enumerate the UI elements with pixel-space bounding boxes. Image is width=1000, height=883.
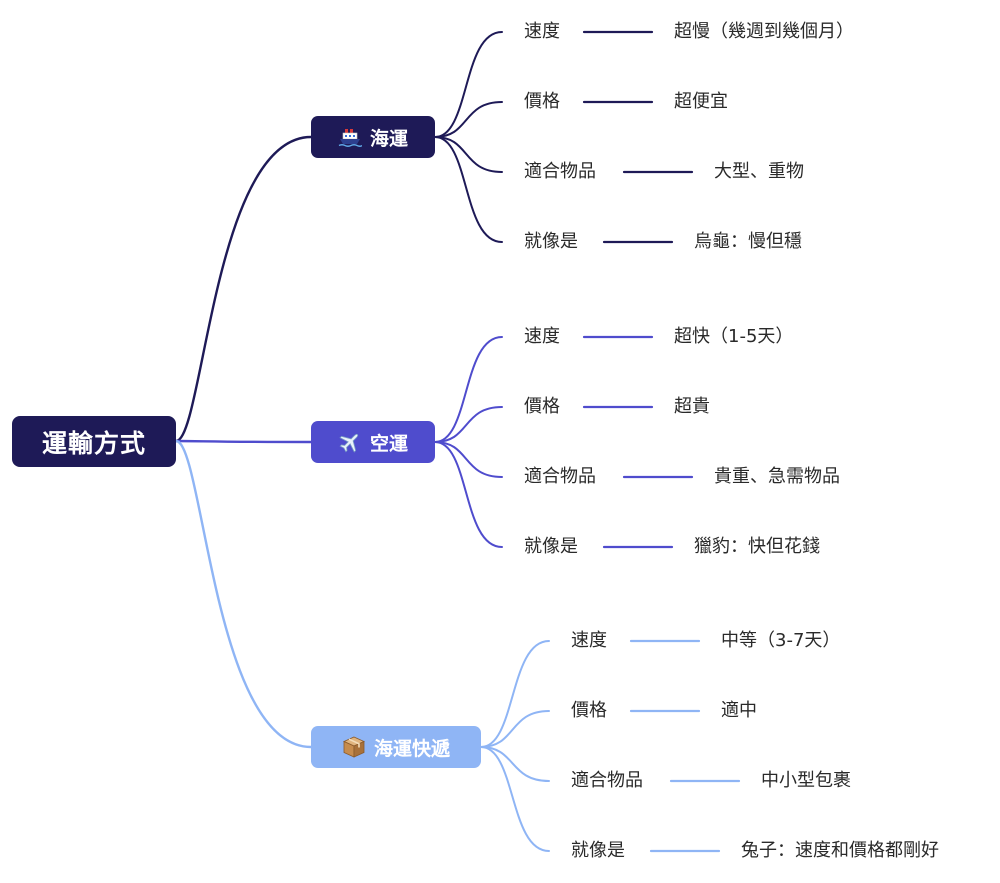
branch-label: 海運快遞 [373,737,450,760]
item-value: 大型、重物 [714,161,804,182]
item-value: 烏龜：慢但穩 [694,231,802,252]
branch-item-connector [434,441,503,548]
item-value: 中等（3-7天） [721,630,841,651]
item-key: 速度 [524,326,560,347]
item-value: 獵豹：快但花錢 [694,536,820,557]
branch-sea-express[interactable]: 海運快遞 [311,726,481,768]
ship-icon [338,127,362,147]
root-label: 運輸方式 [41,428,146,458]
item-value: 中小型包裹 [761,770,851,791]
branch-item-connector [434,31,503,138]
item-value: 貴重、急需物品 [714,466,840,487]
branch-item-connector [434,441,503,478]
branch-label: 空運 [369,432,408,455]
branch-air-freight[interactable]: 空運 [311,421,435,463]
branch-item-connector [434,136,503,173]
item-value: 適中 [721,700,757,721]
item-key: 適合物品 [524,466,596,487]
root-branch-connector [174,439,313,749]
branch-label: 海運 [369,127,408,150]
root-branch-connector [174,135,313,443]
item-key: 速度 [524,21,560,42]
item-value: 超快（1-5天） [674,326,794,347]
branch-item-connector [434,336,503,443]
item-value: 超慢（幾週到幾個月） [674,21,854,42]
item-key: 就像是 [524,536,578,557]
item-key: 價格 [524,91,560,112]
branch-item-connector [434,406,503,443]
branch-item-connector [480,710,550,748]
branch-item-connector [480,746,550,852]
branch-item-connector [434,136,503,243]
branch-item-connector [480,640,550,748]
root-node[interactable]: 運輸方式 [12,416,176,467]
item-key: 價格 [571,700,607,721]
root-branch-connector [174,439,313,444]
item-value: 超便宜 [674,91,728,112]
item-value: 兔子：速度和價格都剛好 [741,840,939,861]
branch-sea-freight[interactable]: 海運 [311,116,435,158]
branch-item-connector [480,746,550,782]
branch-item-connector [434,101,503,138]
package-icon [342,735,366,759]
item-key: 就像是 [571,840,625,861]
airplane-icon [338,430,362,454]
item-key: 適合物品 [524,161,596,182]
item-key: 價格 [524,396,560,417]
item-key: 適合物品 [571,770,643,791]
item-value: 超貴 [674,396,710,417]
item-key: 速度 [571,630,607,651]
item-key: 就像是 [524,231,578,252]
